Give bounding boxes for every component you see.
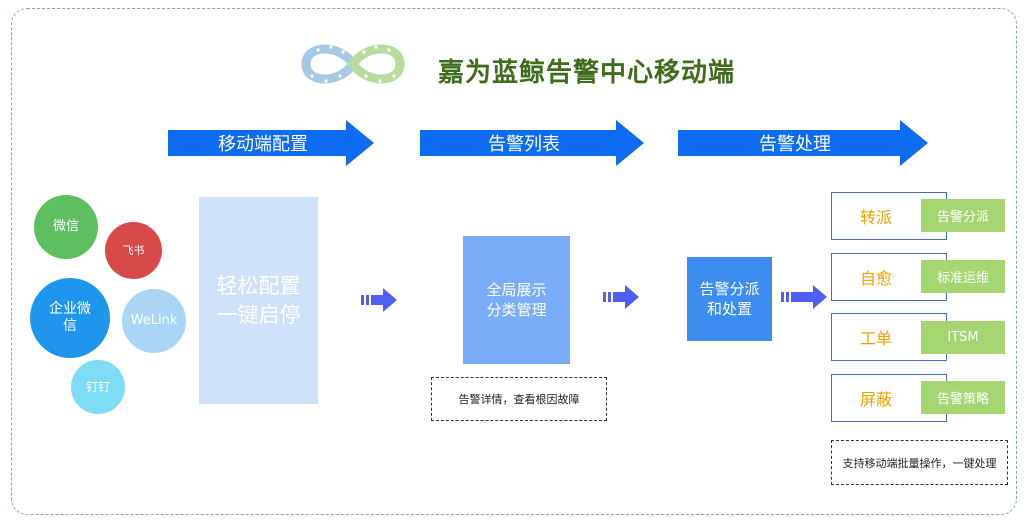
stage-arrow-handle: 告警处理 [678,120,928,166]
diagram-frame [11,8,1017,515]
option-selfheal-tag: 标准运维 [921,260,1005,293]
stage-label-list: 告警列表 [488,134,560,155]
alert-list-note: 告警详情，查看根因故障 [431,377,607,421]
stage-label-handle: 告警处理 [759,134,831,155]
option-ticket-label: 工单 [859,329,892,348]
option-transfer-tag: 告警分派 [921,199,1005,232]
config-box-line2: 一键启停 [216,302,301,327]
stage-arrow-config: 移动端配置 [168,120,374,166]
flow-arrow-1-icon [361,288,397,316]
option-selfheal-label: 自愈 [859,269,892,288]
stage-arrow-list: 告警列表 [420,120,644,166]
alert-handle-box: 告警分派 和处置 [687,257,772,341]
alert-list-line2: 分类管理 [486,301,547,319]
config-box-line1: 轻松配置 [216,274,301,299]
channel-feishu: 飞书 [105,222,162,279]
channel-dingtalk: 钉钉 [71,360,125,414]
option-shield-tag: 告警策略 [921,381,1005,414]
alert-list-line1: 全局展示 [486,280,547,299]
alert-handle-line1: 告警分派 [699,279,760,298]
flow-arrow-3-icon [781,285,827,313]
channel-wecom: 企业微信 [30,278,110,358]
stage-label-config: 移动端配置 [218,134,308,155]
infinity-loop-logo-icon [298,38,408,94]
options-note: 支持移动端批量操作，一键处理 [831,440,1008,485]
alert-handle-line2: 和处置 [706,300,752,318]
diagram-title: 嘉为蓝鲸告警中心移动端 [438,58,736,88]
alert-list-box: 全局展示 分类管理 [463,236,570,364]
channel-welink: WeLink [122,289,186,353]
channel-wechat: 微信 [34,195,98,259]
option-transfer-label: 转派 [859,208,892,227]
flow-arrow-2-icon [603,285,639,313]
option-ticket-tag: ITSM [921,321,1005,354]
option-shield-label: 屏蔽 [859,390,892,409]
config-box: 轻松配置 一键启停 [199,197,318,404]
